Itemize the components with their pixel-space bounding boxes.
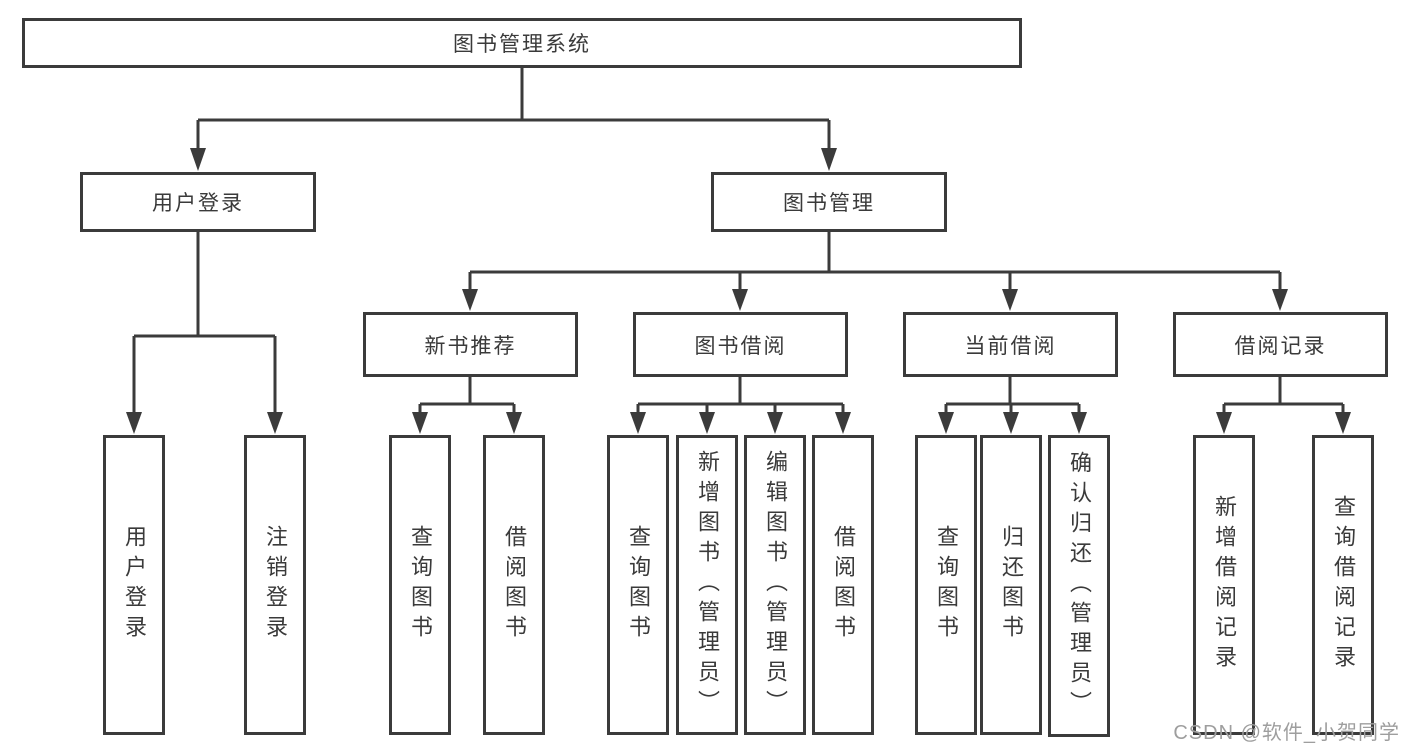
arrowhead-icon (699, 412, 715, 434)
node-book-borrow: 图书借阅 (633, 312, 848, 377)
leaf-borrow-edit-books-admin: 编辑图书（管理员） (744, 435, 806, 735)
arrowhead-icon (1216, 412, 1232, 434)
leaf-borrow-borrow-books: 借阅图书 (812, 435, 874, 735)
node-borrow-records: 借阅记录 (1173, 312, 1388, 377)
arrowhead-icon (1002, 289, 1018, 311)
leaf-user-login: 用户登录 (103, 435, 165, 735)
leaf-records-add-record: 新增借阅记录 (1193, 435, 1255, 735)
leaf-current-return-books: 归还图书 (980, 435, 1042, 735)
arrowhead-icon (1071, 412, 1087, 434)
arrowhead-icon (835, 412, 851, 434)
leaf-current-query-books: 查询图书 (915, 435, 977, 735)
edge-user-login-to-leaves (126, 232, 283, 434)
leaf-recommend-query-books: 查询图书 (389, 435, 451, 735)
edge-borrow-records-to-leaves (1216, 377, 1351, 434)
arrowhead-icon (732, 289, 748, 311)
arrowhead-icon (1003, 412, 1019, 434)
arrowhead-icon (938, 412, 954, 434)
leaf-logout: 注销登录 (244, 435, 306, 735)
node-root-system: 图书管理系统 (22, 18, 1022, 68)
edge-root-to-level2 (190, 68, 837, 171)
node-book-management: 图书管理 (711, 172, 947, 232)
arrowhead-icon (412, 412, 428, 434)
leaf-borrow-add-books-admin: 新增图书（管理员） (676, 435, 738, 735)
arrowhead-icon (267, 412, 283, 434)
arrowhead-icon (767, 412, 783, 434)
edge-new-book-recommend-to-leaves (412, 377, 522, 434)
edge-book-management-to-level3 (462, 232, 1288, 311)
arrowhead-icon (1272, 289, 1288, 311)
node-new-book-recommend: 新书推荐 (363, 312, 578, 377)
csdn-watermark: CSDN @软件_小贺同学 (1173, 722, 1400, 744)
arrowhead-icon (630, 412, 646, 434)
edge-book-borrow-to-leaves (630, 377, 851, 434)
arrowhead-icon (462, 289, 478, 311)
arrowhead-icon (821, 148, 837, 171)
arrowhead-icon (190, 148, 206, 171)
arrowhead-icon (126, 412, 142, 434)
arrowhead-icon (506, 412, 522, 434)
leaf-current-confirm-return-admin: 确认归还（管理员） (1048, 435, 1110, 737)
node-current-borrow: 当前借阅 (903, 312, 1118, 377)
arrowhead-icon (1335, 412, 1351, 434)
leaf-recommend-borrow-books: 借阅图书 (483, 435, 545, 735)
leaf-borrow-query-books: 查询图书 (607, 435, 669, 735)
node-user-login: 用户登录 (80, 172, 316, 232)
leaf-records-query-record: 查询借阅记录 (1312, 435, 1374, 735)
edge-current-borrow-to-leaves (938, 377, 1087, 434)
